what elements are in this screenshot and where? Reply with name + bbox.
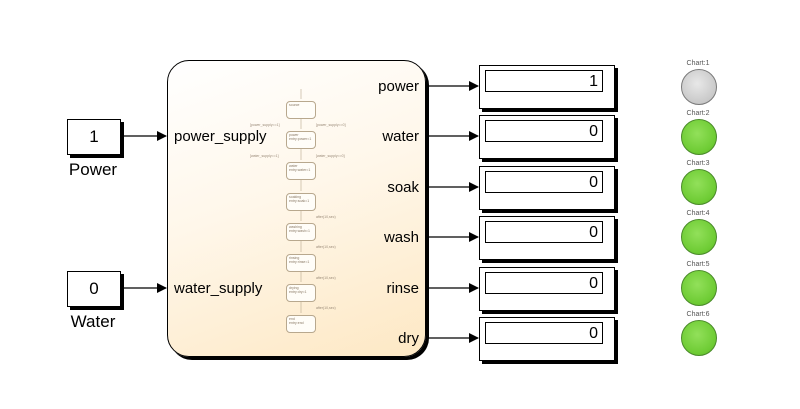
display-power[interactable]: 1 [479,65,615,109]
output-port-rinse: rinse [386,280,419,297]
display-wash-value: 0 [485,221,603,243]
input-port-power-supply: power_supply [174,128,267,145]
transition-label: [power_supply==1] [250,123,280,127]
water-constant-value: 0 [89,279,99,298]
lamp-indicator-1[interactable] [681,69,717,105]
display-wash[interactable]: 0 [479,216,615,260]
lamp-label: Chart:1 [686,60,710,67]
transition-label: after(10,sec) [316,245,336,249]
transition-label: after(10,sec) [316,215,336,219]
water-block-caption: Water [70,312,116,331]
output-port-dry: dry [398,330,419,347]
lamp-indicator-3[interactable] [681,169,717,205]
state-transition-lines [300,89,302,313]
transition-label: [water_supply==1] [250,154,279,158]
stateflow-chart-block[interactable]: power_supply water_supply power water so… [167,60,426,357]
output-port-soak: soak [387,179,419,196]
display-dry[interactable]: 0 [479,317,615,361]
output-port-water: water [382,128,419,145]
display-soak-value: 0 [485,171,603,193]
display-soak[interactable]: 0 [479,166,615,210]
lamp-indicator-6[interactable] [681,320,717,356]
display-power-value: 1 [485,70,603,92]
lamp-label: Chart:5 [686,261,710,268]
display-rinse-value: 0 [485,272,603,294]
transition-label: [power_supply==0] [316,123,346,127]
output-port-wash: wash [383,229,419,246]
output-port-power: power [378,78,419,95]
lamp-label: Chart:4 [686,210,710,217]
power-constant-block[interactable]: 1 [67,119,121,155]
lamp-indicator-4[interactable] [681,219,717,255]
state-source: source [286,101,316,119]
display-dry-value: 0 [485,322,603,344]
lamp-indicator-5[interactable] [681,270,717,306]
transition-label: after(10,sec) [316,276,336,280]
display-water[interactable]: 0 [479,115,615,159]
input-port-water-supply: water_supply [174,280,263,297]
lamp-label: Chart:3 [686,160,710,167]
transition-label: [water_supply==0] [316,154,345,158]
water-constant-block[interactable]: 0 [67,271,121,307]
lamp-label: Chart:6 [686,311,710,318]
display-water-value: 0 [485,120,603,142]
power-block-caption: Power [68,160,118,179]
power-constant-value: 1 [89,127,99,146]
display-rinse[interactable]: 0 [479,267,615,311]
lamp-label: Chart:2 [686,110,710,117]
transition-label: after(10,sec) [316,306,336,310]
lamp-indicator-2[interactable] [681,119,717,155]
